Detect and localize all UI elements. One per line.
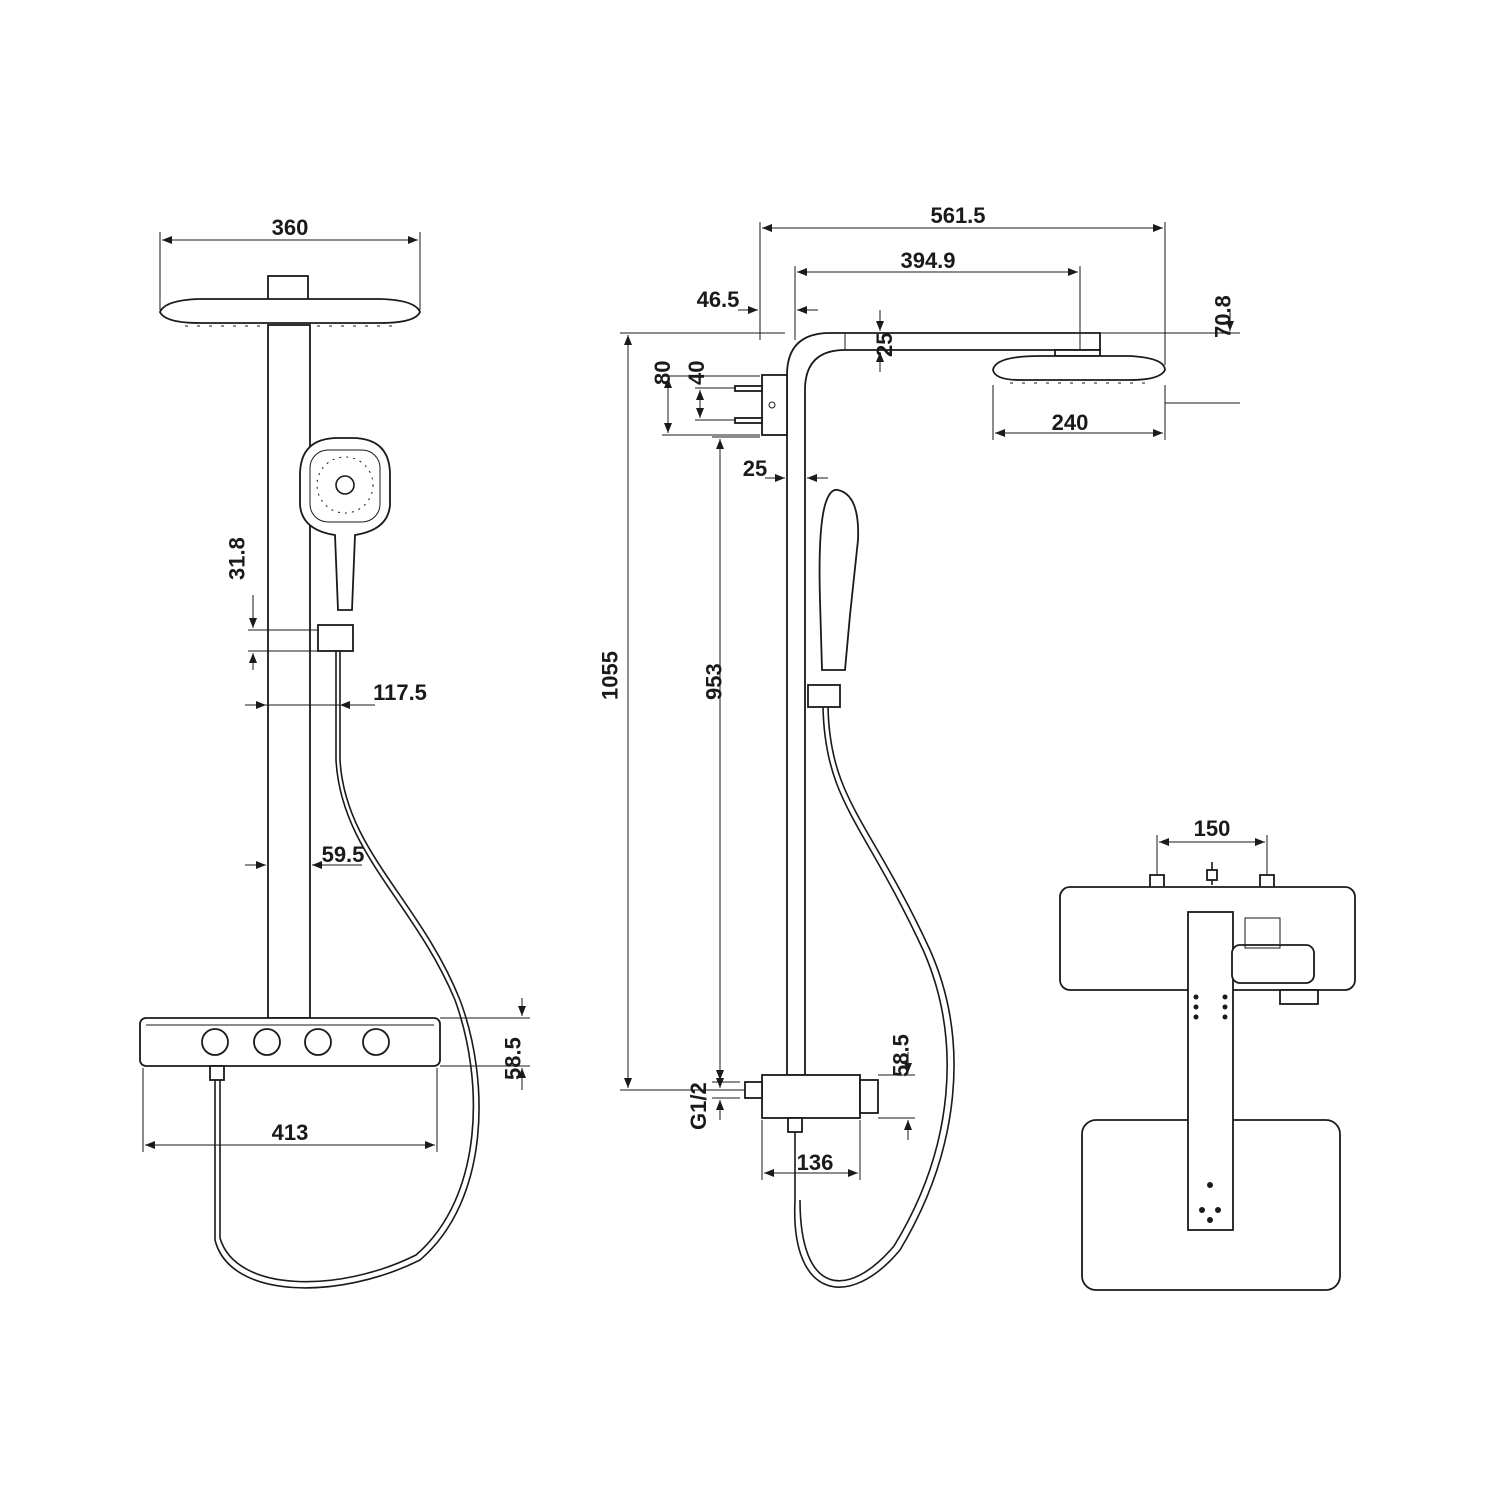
side-hose [794, 706, 955, 1288]
dim-head-diameter: 240 [1052, 410, 1089, 435]
side-view: 561.5 394.9 46.5 25 70.8 240 80 40 25 10… [598, 203, 1240, 1288]
dim-total-height: 1055 [598, 651, 623, 700]
dim-hand-offset: 117.5 [373, 680, 427, 705]
dim-panel-depth: 136 [797, 1150, 834, 1175]
wall-bracket [761, 374, 788, 436]
knob [304, 1028, 332, 1056]
dim-head-width: 360 [272, 215, 309, 240]
hand-bracket [317, 624, 354, 652]
hose-outlet [209, 1065, 225, 1081]
dim-panel-height: 58.5 [501, 1037, 526, 1080]
dim-bracket-outer: 80 [650, 361, 675, 385]
dim-arm-length: 394.9 [900, 248, 955, 273]
dim-wall-offset: 46.5 [697, 287, 740, 312]
dim-rail-height: 953 [702, 663, 727, 700]
top-hand-shower [1231, 944, 1315, 984]
dim-hand-bracket: 31.8 [225, 537, 250, 580]
hose [214, 650, 480, 1289]
inlet [744, 1081, 763, 1099]
dim-pipe-width: 25 [743, 456, 767, 481]
dim-total-reach: 561.5 [930, 203, 985, 228]
mounting-holes [1193, 994, 1228, 1223]
side-control-panel [761, 1074, 861, 1119]
front-view: 360 413 58.5 31.8 117.5 59.5 [139, 215, 530, 1289]
hand-shower-center [335, 475, 355, 495]
dim-inlet: G1/2 [686, 1082, 711, 1130]
top-pipe [1187, 911, 1234, 1231]
side-rain-head [992, 355, 1166, 381]
dim-arm-height: 25 [872, 333, 897, 357]
side-hand-bracket [807, 684, 841, 708]
side-hand-shower [818, 488, 860, 671]
dim-hose-offset: 59.5 [322, 842, 365, 867]
hand-shower [299, 437, 391, 611]
knob [362, 1028, 390, 1056]
dim-panel-width: 413 [272, 1120, 309, 1145]
knob [253, 1028, 281, 1056]
dim-side-panel-height: 58.5 [889, 1034, 914, 1077]
dim-inlet-spacing: 150 [1194, 816, 1231, 841]
head-connector [267, 275, 309, 301]
dim-head-height: 70.8 [1211, 295, 1236, 338]
knob [201, 1028, 229, 1056]
riser-pipe [267, 324, 311, 1019]
hand-shower-face [309, 449, 381, 523]
dim-bracket-inner: 40 [684, 361, 709, 385]
top-view: 150 [1059, 816, 1356, 1291]
rain-head [159, 298, 421, 324]
